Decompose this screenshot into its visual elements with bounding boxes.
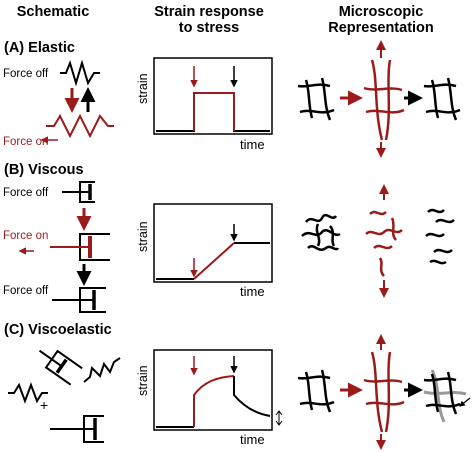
spring-left xyxy=(8,382,48,404)
header-strain-response: Strain response to stress xyxy=(144,4,274,36)
header-strain-line2: to stress xyxy=(178,20,240,36)
plot-a xyxy=(153,57,273,135)
header-micro-line1: Microscopic xyxy=(338,4,424,20)
micro-c-small-arrow xyxy=(459,397,471,407)
plot-c-xlabel: time xyxy=(240,432,265,447)
spring-tilted xyxy=(83,357,121,383)
plot-b-xlabel: time xyxy=(240,284,265,299)
plot-c xyxy=(153,349,283,431)
header-microscopic: Microscopic Representation xyxy=(316,4,446,36)
dashpot-bottom xyxy=(52,287,106,313)
section-a-title: (A) Elastic xyxy=(4,40,75,56)
label-b-force-off-bottom: Force off xyxy=(3,285,49,297)
plot-a-curve xyxy=(156,92,270,132)
header-schematic-text: Schematic xyxy=(16,4,90,20)
micro-c-relaxing-network xyxy=(423,371,461,415)
micro-b-flowing-chains xyxy=(365,210,403,277)
elastic-schematic xyxy=(40,59,114,144)
spring-stretched xyxy=(46,113,114,139)
label-a-force-on: Force on xyxy=(3,136,49,148)
header-strain-line1: Strain response xyxy=(154,4,264,20)
micro-c-relaxing-network-gray xyxy=(423,369,467,423)
micro-a-recovered-network xyxy=(423,77,461,121)
dashpot-c-bottom xyxy=(50,415,104,443)
plot-a-xlabel: time xyxy=(240,137,265,152)
micro-c-stretched-network xyxy=(363,351,405,433)
section-b-title: (B) Viscous xyxy=(4,162,84,178)
spring-relaxed xyxy=(60,59,100,87)
header-schematic: Schematic xyxy=(8,4,98,20)
header-micro-line2: Representation xyxy=(328,20,434,36)
label-c-plus: + xyxy=(40,397,49,413)
micro-b-separated-chains xyxy=(425,208,455,265)
micro-b-tangled-chains xyxy=(301,213,341,251)
section-c-title: (C) Viscoelastic xyxy=(4,322,112,338)
micro-c-relaxed-network xyxy=(297,369,335,413)
micro-a-stretched-network xyxy=(363,59,405,141)
viscoelastic-schematic xyxy=(8,349,121,443)
plot-b xyxy=(153,203,273,283)
micro-a-relaxed-network xyxy=(297,77,335,121)
dashpot-top xyxy=(62,181,95,203)
label-b-force-off-top: Force off xyxy=(3,187,49,199)
tilted-dashpot xyxy=(38,349,83,386)
label-a-force-off: Force off xyxy=(3,68,49,80)
viscous-schematic xyxy=(18,181,110,313)
dashpot-middle xyxy=(18,233,110,261)
label-b-force-on: Force on xyxy=(3,230,49,242)
